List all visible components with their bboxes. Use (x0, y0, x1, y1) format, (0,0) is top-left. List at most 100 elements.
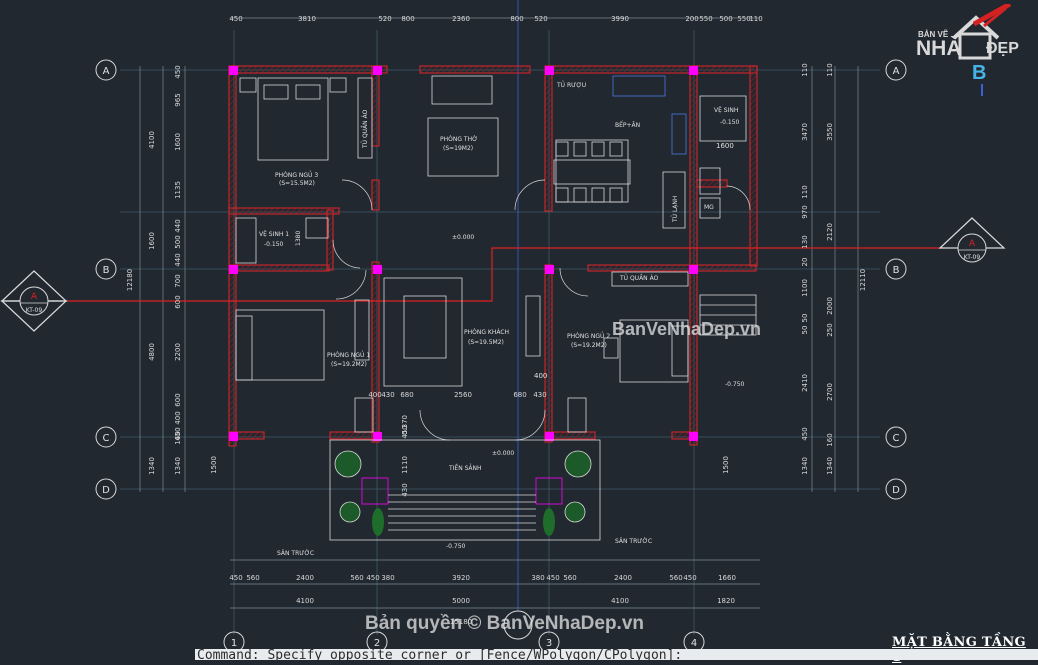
dim-bottom1-4: 450 (366, 574, 379, 582)
command-line-input[interactable]: Command: Specify opposite corner or [Fen… (195, 649, 1038, 660)
section-tag-left-ref: KT-09 (26, 307, 43, 314)
dim-left-inner-6: 440 (174, 253, 182, 266)
dim-right-inner-5: 20 (801, 258, 809, 267)
dim-left-inner-7: 700 (174, 274, 182, 287)
dim-misc-5: 0.370 (401, 415, 409, 435)
label-phong-khach: PHÒNG KHÁCH (464, 329, 509, 336)
chairs (555, 141, 623, 203)
dim-bottom1-10: 2400 (614, 574, 632, 582)
dim-left-outer-2: 4800 (148, 343, 156, 361)
dim-right-total-0: 12110 (859, 269, 867, 291)
label-tu-lanh: TỦ LẠNH (671, 196, 679, 223)
dim-right-outer-0: 110 (826, 63, 834, 76)
dim-left-inner-3: 1135 (174, 181, 182, 199)
label-tien-sanh: TIỀN SẢNH (448, 464, 482, 472)
logo-line2: NHÀ (916, 37, 962, 60)
dim-left-inner-0: 450 (174, 65, 182, 78)
section-tag-right-letter: A (969, 239, 976, 249)
dim-front-5: 430 (533, 391, 546, 399)
label-ve-sinh-level: -0.150 (720, 119, 740, 126)
dim-bottom1-12: 450 (683, 574, 696, 582)
dim-right-outer-5: 2700 (826, 383, 834, 401)
grid-labels: A A B B C C D D 1 2 3 4 A KT-09 A KT-09 (26, 66, 981, 649)
grid-label-d-left: D (102, 485, 110, 496)
watermark-bottom: Bản quyền © BanVeNhaDep.vn (365, 613, 645, 634)
dim-top-5: 800 (510, 15, 523, 23)
dim-bottom1-0: 450 (229, 574, 242, 582)
dim-bottom1-6: 3920 (452, 574, 470, 582)
grid-label-b-left: B (103, 265, 110, 276)
label-phong-ngu-2: PHÒNG NGỦ 2 (567, 332, 610, 340)
dim-misc-1: 1500 (722, 456, 730, 474)
label-phong-khach-area: (S=19.5M2) (468, 339, 504, 346)
section-cut-line (65, 247, 945, 302)
dim-misc-2: 1110 (401, 456, 409, 474)
labels: PHÒNG NGỦ 3 (S=15.5M2) TỦ QUẦN ÁO PHÒNG … (259, 81, 745, 557)
watermark-center: BanVeNhaDep.vn (612, 319, 762, 339)
dim-front-2: 680 (400, 391, 413, 399)
dim-top-12: 110 (749, 15, 762, 23)
label-ve-sinh: VỆ SINH (714, 106, 738, 114)
dim-left-inner-11: 400 (174, 411, 182, 424)
logo-house-icon (952, 4, 1012, 96)
label-level-right: -0.750 (725, 381, 745, 388)
dim-top-8: 200 (685, 15, 698, 23)
dim-top-3: 800 (401, 15, 414, 23)
section-tag-right (938, 217, 1006, 263)
dim-right-outer-7: 1340 (826, 457, 834, 475)
label-mg: MG (704, 204, 714, 211)
grid-label-d-right: D (892, 485, 900, 496)
label-ve-sinh-1: VỆ SINH 1 (259, 230, 289, 238)
dim-bottom1-3: 560 (350, 574, 363, 582)
dim-left-outer-1: 1600 (148, 232, 156, 250)
dim-front-1: 430 (381, 391, 394, 399)
dim-bottom2-3: 1820 (717, 597, 735, 605)
dim-left-inner-9: 2200 (174, 343, 182, 361)
label-tu-ruou: TỦ RƯỢU (556, 81, 586, 89)
door-swings (332, 179, 751, 441)
grid-label-c-right: C (893, 433, 900, 444)
dim-right-inner-2: 110 (801, 185, 809, 198)
dim-bottom2-1: 5000 (452, 597, 470, 605)
section-tag-right-ref: KT-09 (964, 254, 981, 261)
walls (228, 65, 758, 447)
grid-label-b-right: B (893, 265, 900, 276)
dim-left-inner-4: 440 (174, 219, 182, 232)
dim-bottom2-2: 4100 (611, 597, 629, 605)
dim-top-1: 3810 (298, 15, 316, 23)
site-logo: BẢN VẼ NHÀ ĐẸP B (914, 4, 1036, 96)
label-ve-sinh-1-level: -0.150 (264, 241, 284, 248)
dim-bottom1-11: 560 (669, 574, 682, 582)
dim-right-inner-4: 130 (801, 235, 809, 248)
dim-left-inner-12: 450 (174, 427, 182, 440)
dim-bottom1-5: 380 (381, 574, 394, 582)
dim-top-7: 3990 (611, 15, 629, 23)
dim-right-inner-3: 970 (801, 205, 809, 218)
dim-left-outer-3: 1340 (148, 457, 156, 475)
dim-bottom1-7: 380 (531, 574, 544, 582)
dim-right-outer-3: 2000 (826, 297, 834, 315)
dim-bottom1-1: 560 (246, 574, 259, 582)
dim-right-inner-7: 50 (801, 314, 809, 323)
dim-top-6: 520 (534, 15, 547, 23)
grid-label-a-right: A (893, 66, 900, 77)
dim-bottom1-8: 450 (546, 574, 559, 582)
dim-top-2: 520 (378, 15, 391, 23)
label-phong-ngu-1: PHÒNG NGỦ 1 (327, 351, 370, 359)
dim-left-inner-1: 965 (174, 93, 182, 106)
dim-bottom1-9: 560 (563, 574, 576, 582)
grid-label-2: 2 (374, 638, 380, 649)
dim-right-outer-2: 2120 (826, 223, 834, 241)
dim-bottom2-0: 4100 (296, 597, 314, 605)
grid-label-3: 3 (546, 638, 552, 649)
dim-right-inner-10: 450 (801, 427, 809, 440)
dim-bottom3-0: 15180 (450, 618, 472, 626)
label-phong-tho-area: (S=19M2) (443, 145, 473, 152)
dim-left-total-0: 12180 (126, 269, 134, 291)
dim-top-9: 550 (699, 15, 712, 23)
dim-front-0: 400 (368, 391, 381, 399)
logo-badge: B (972, 62, 987, 84)
dim-right-inner-1: 3470 (801, 123, 809, 141)
